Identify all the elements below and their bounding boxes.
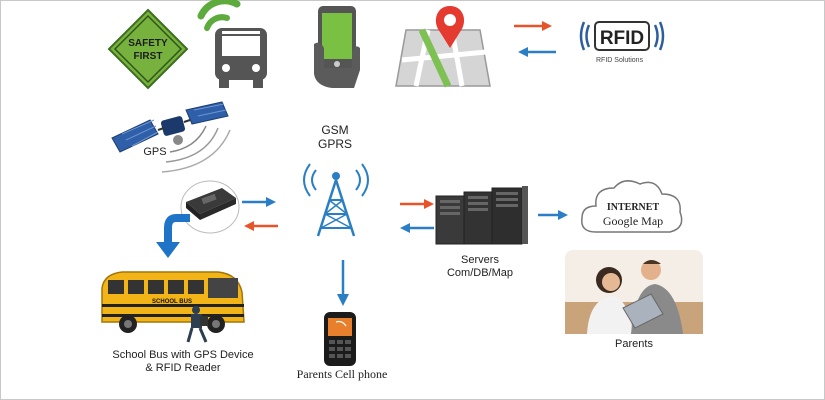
rfid-logo-text: RFID [600, 28, 644, 49]
google-map-label: Google Map [590, 215, 676, 228]
safety-first-sign-icon: SAFETY FIRST [107, 8, 189, 90]
bus-caption-line2: & RFID Reader [98, 362, 268, 375]
gsm-label: GSM [310, 124, 360, 137]
rfid-logo-icon: RFID [578, 16, 666, 56]
bus-sign-text: SCHOOL BUS [152, 299, 192, 305]
map-rfid-arrows [510, 14, 560, 64]
servers-icon [434, 186, 530, 248]
map-pin-icon [392, 0, 494, 90]
parents-label: Parents [594, 338, 674, 351]
device-tower-arrows [240, 194, 280, 234]
gps-satellite-icon [110, 102, 240, 182]
device-to-bus-arrow [156, 210, 196, 260]
smartphone-hand-icon [310, 4, 370, 90]
servers-sublabel: Com/DB/Map [430, 267, 530, 280]
gps-label: GPS [140, 146, 170, 159]
internet-label: INTERNET [590, 201, 676, 214]
safety-sign-line2: FIRST [134, 51, 163, 62]
safety-sign-line1: SAFETY [128, 38, 168, 49]
tower-to-phone-arrow [336, 258, 350, 308]
bus-caption-line1: School Bus with GPS Device [98, 349, 268, 362]
parents-photo [565, 250, 703, 334]
school-bus-icon: SCHOOL BUS [98, 268, 248, 348]
rfid-subtitle: RFID Solutions [596, 57, 643, 64]
gprs-label: GPRS [310, 138, 360, 151]
parents-phone-label: Parents Cell phone [282, 368, 402, 381]
server-internet-arrow [536, 208, 570, 222]
cell-tower-icon [296, 156, 376, 240]
tower-server-arrows [398, 196, 436, 236]
servers-label: Servers [440, 254, 520, 267]
bus-wifi-icon [193, 2, 283, 90]
parents-cell-phone-icon [322, 310, 358, 368]
